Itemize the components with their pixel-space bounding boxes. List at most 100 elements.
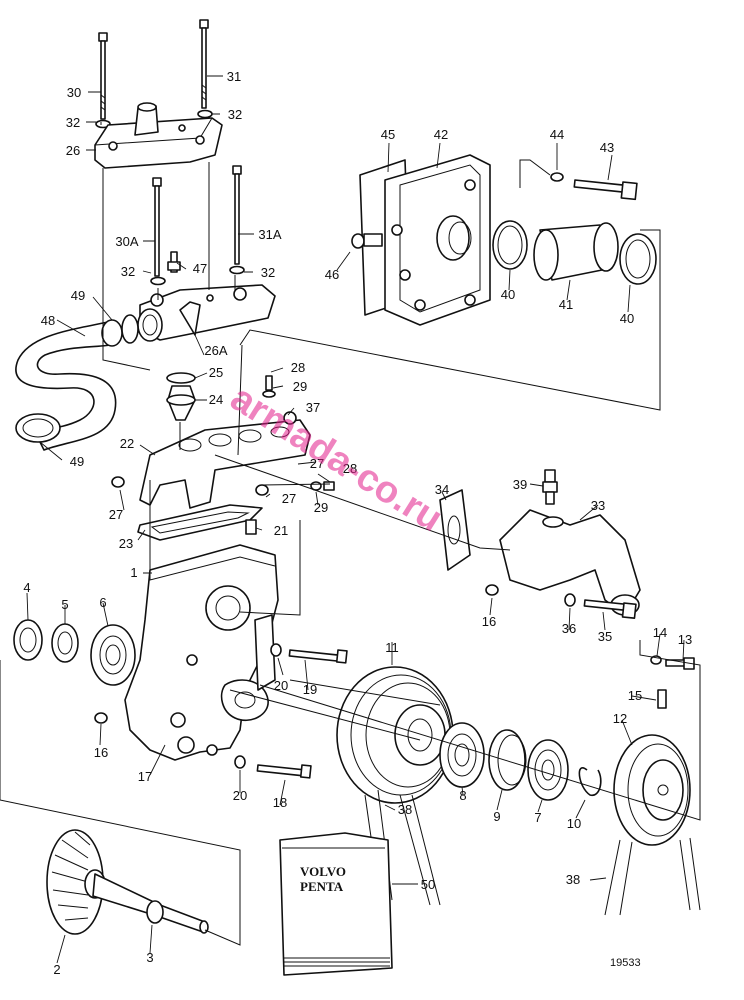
callout-16: 16 — [482, 614, 496, 629]
bolt-30A — [152, 177, 162, 277]
gasket-34 — [439, 489, 471, 571]
callout-26A: 26A — [204, 343, 227, 358]
callout-44: 44 — [550, 127, 564, 142]
plug-28 — [323, 481, 335, 491]
bearing-6 — [90, 624, 136, 686]
callout-4: 4 — [23, 580, 30, 595]
callout-25: 25 — [209, 365, 223, 380]
washer-32 — [229, 265, 245, 275]
hose-clamp-40 — [619, 233, 657, 285]
callout-22: 22 — [120, 436, 134, 451]
hose-clamp-40 — [492, 220, 528, 270]
callout-48: 48 — [41, 313, 55, 328]
washer-32 — [150, 276, 166, 286]
bolt-43 — [573, 179, 638, 201]
bearing-8 — [439, 722, 485, 788]
callout-14: 14 — [653, 625, 667, 640]
callout-28: 28 — [343, 461, 357, 476]
plug-27 — [255, 484, 269, 496]
callout-29: 29 — [314, 500, 328, 515]
instruction-booklet-50: VOLVO PENTA — [279, 832, 393, 976]
plug-27 — [111, 476, 125, 488]
bolt-30 — [98, 32, 108, 120]
callout-1: 1 — [130, 565, 137, 580]
pump-housing-1 — [124, 544, 279, 761]
hose-41 — [533, 222, 619, 281]
leader-lines — [26, 75, 685, 964]
callout-32: 32 — [261, 265, 275, 280]
manifold-26A — [137, 284, 276, 342]
callout-20: 20 — [274, 678, 288, 693]
thermostat-housing-22 — [139, 375, 311, 509]
callout-18: 18 — [273, 795, 287, 810]
callout-47: 47 — [193, 261, 207, 276]
callout-49: 49 — [70, 454, 84, 469]
callout-46: 46 — [325, 267, 339, 282]
callout-34: 34 — [435, 482, 449, 497]
pin-15 — [657, 689, 667, 709]
callout-23: 23 — [119, 536, 133, 551]
callout-12: 12 — [613, 711, 627, 726]
manual-brand-line2: PENTA — [300, 879, 344, 894]
callout-11: 11 — [385, 640, 399, 655]
hose-48 — [15, 314, 139, 451]
callout-28: 28 — [291, 360, 305, 375]
circlip-10 — [578, 767, 602, 796]
callout-20: 20 — [233, 788, 247, 803]
pulley-11 — [336, 666, 454, 804]
callout-41: 41 — [559, 297, 573, 312]
bolt-19 — [288, 649, 348, 664]
callout-38: 38 — [566, 872, 580, 887]
bearing-7 — [527, 739, 569, 801]
callout-32: 32 — [66, 115, 80, 130]
callout-19: 19 — [303, 682, 317, 697]
callout-30: 30 — [67, 85, 81, 100]
callout-31A: 31A — [258, 227, 281, 242]
callout-40: 40 — [501, 287, 515, 302]
fitting-47 — [167, 251, 181, 273]
callout-8: 8 — [459, 788, 466, 803]
callout-29: 29 — [293, 379, 307, 394]
fitting-46 — [351, 233, 383, 249]
gasket-23 — [137, 504, 263, 541]
bolt-31A — [232, 165, 242, 265]
bolt-31 — [199, 19, 209, 109]
washer-44 — [550, 172, 564, 182]
callout-27: 27 — [310, 456, 324, 471]
impeller-2 — [46, 829, 209, 935]
bolt-18 — [256, 764, 312, 779]
seal-4 — [13, 619, 43, 661]
thermostat-assembly — [166, 372, 196, 421]
callout-33: 33 — [591, 498, 605, 513]
callout-16: 16 — [94, 745, 108, 760]
callout-31: 31 — [227, 69, 241, 84]
washer-36 — [564, 593, 576, 607]
callout-27: 27 — [109, 507, 123, 522]
washer-32 — [197, 109, 213, 119]
callout-7: 7 — [534, 810, 541, 825]
callout-38: 38 — [398, 802, 412, 817]
plug-16 — [485, 584, 499, 596]
callout-39: 39 — [513, 477, 527, 492]
callout-30A: 30A — [115, 234, 138, 249]
manual-brand-line1: VOLVO — [300, 864, 346, 879]
spacer-9 — [488, 729, 527, 791]
callout-3: 3 — [146, 950, 153, 965]
callout-10: 10 — [567, 816, 581, 831]
assembly-lines — [0, 122, 701, 946]
washer-20 — [234, 755, 246, 769]
pin-21 — [245, 519, 257, 535]
callout-9: 9 — [493, 809, 500, 824]
callout-40: 40 — [620, 311, 634, 326]
cover-26 — [94, 102, 223, 169]
washer-32 — [95, 119, 111, 129]
callout-42: 42 — [434, 127, 448, 142]
callout-26: 26 — [66, 143, 80, 158]
seal-5 — [51, 623, 79, 663]
callout-45: 45 — [381, 127, 395, 142]
callout-43: 43 — [600, 140, 614, 155]
callout-5: 5 — [61, 597, 68, 612]
callout-24: 24 — [209, 392, 223, 407]
callout-37: 37 — [306, 400, 320, 415]
